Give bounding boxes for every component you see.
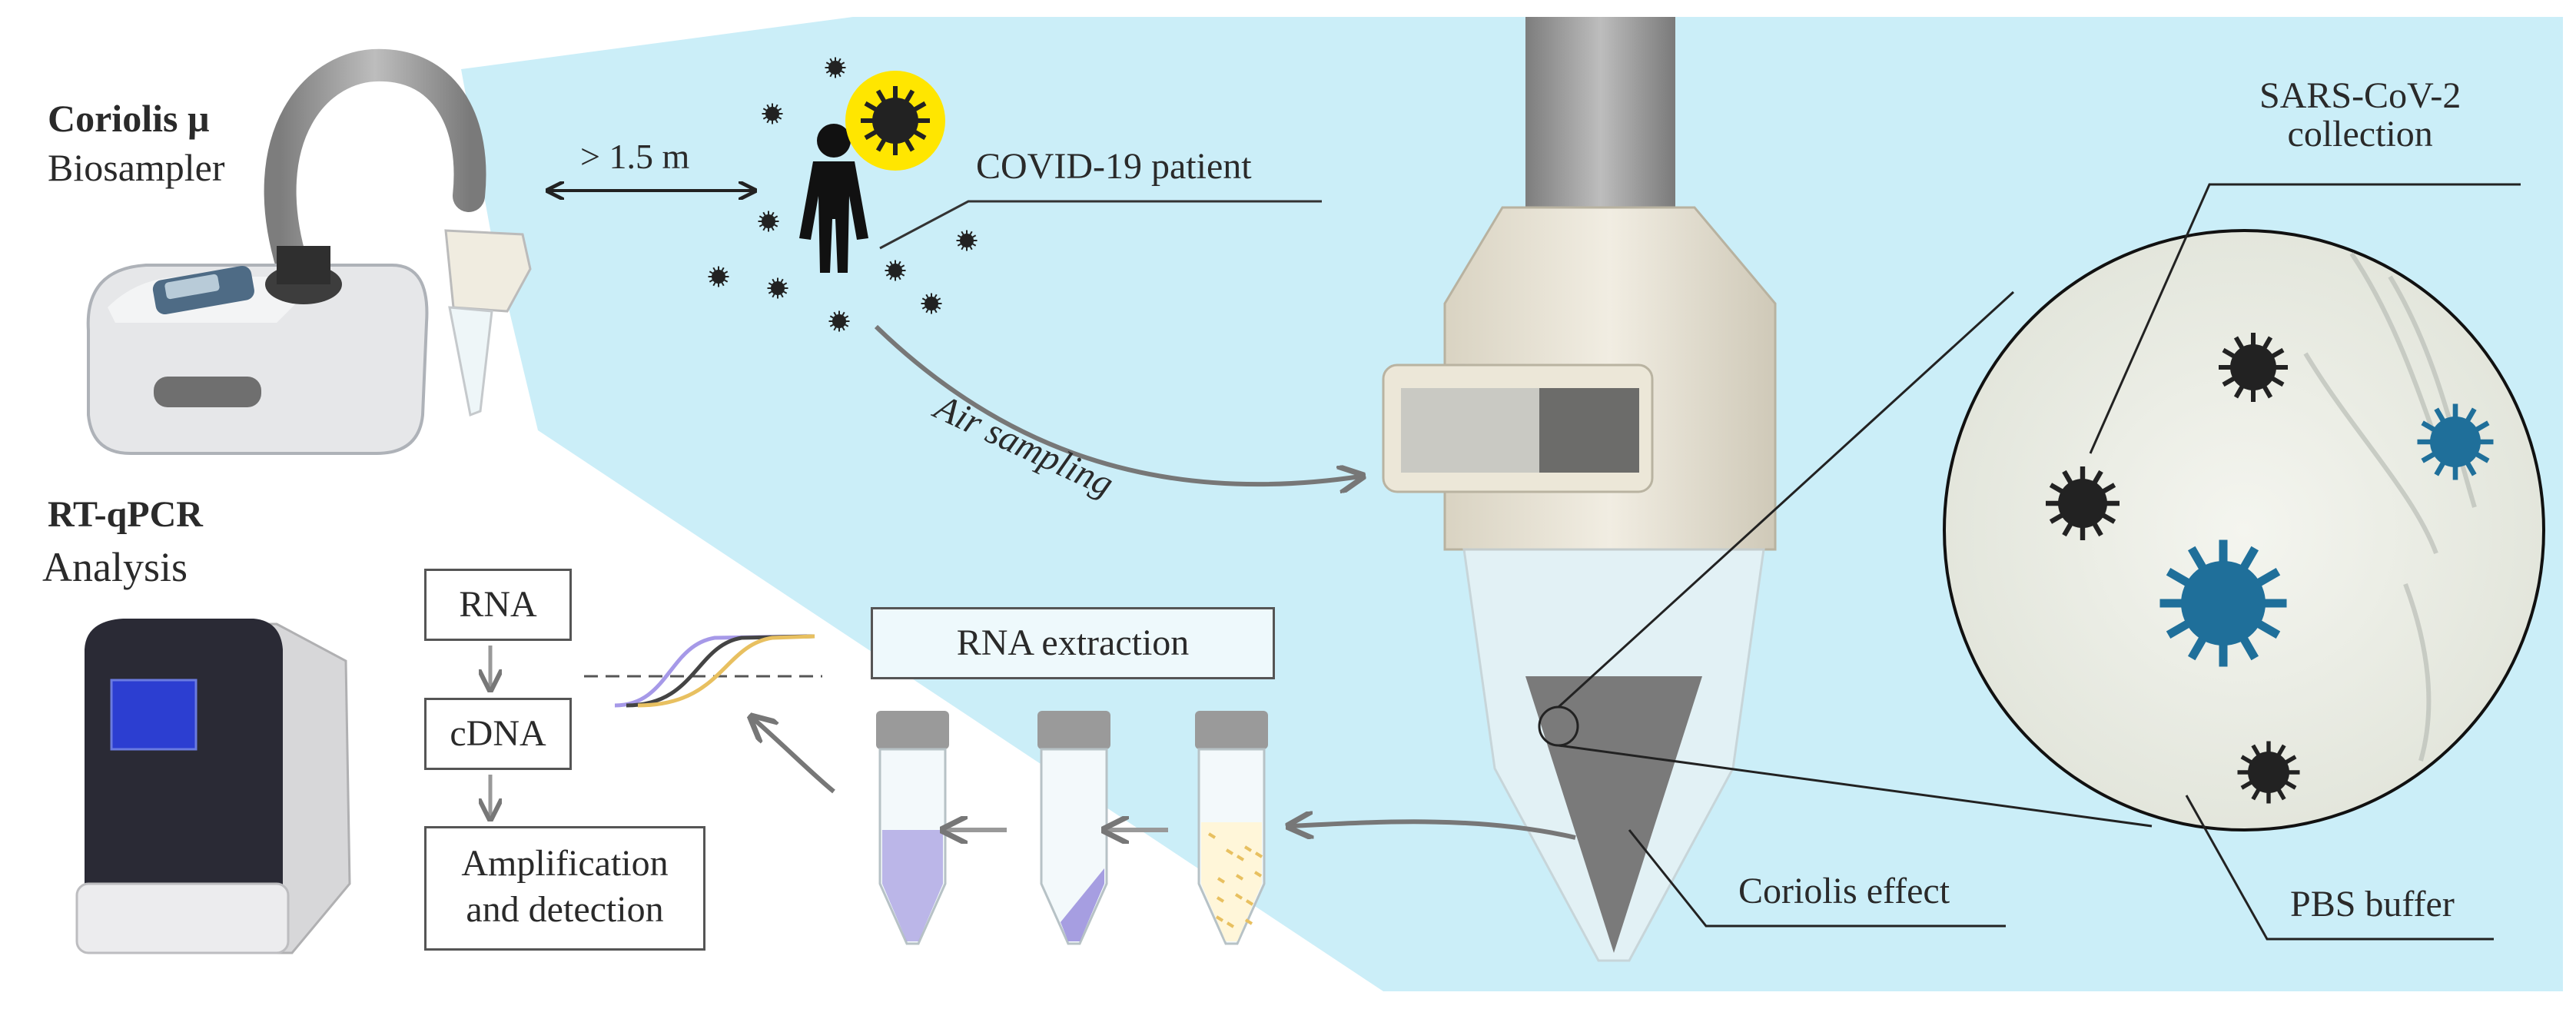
qpcr-title: RT-qPCR [48,494,203,535]
sample-tube [1195,711,1268,945]
virus-particle [767,277,788,299]
virus-particle [708,266,729,287]
petri-magnifier [1557,229,2545,831]
rna-extraction-box: RNA extraction [871,607,1275,679]
petri-virus-particles [2046,333,2494,804]
sampler-subtitle: Biosampler [48,146,225,189]
sample-tube [876,711,949,945]
patient-label: COVID-19 patient [976,146,1252,187]
biosampler-device [86,48,532,455]
virus-particle [828,310,850,332]
virus-particle [885,260,906,281]
sample-tube [1037,711,1110,945]
sars-collection-label: SARS-CoV-2 collection [2259,75,2461,155]
sars-label-line1: SARS-CoV-2 [2259,75,2461,116]
amplification-line1: Amplification [461,843,669,884]
coriolis-leader-line [1628,829,2006,928]
virus-particle-blue [2159,539,2287,667]
virus-particle [758,211,779,232]
sampler-title: Coriolis µ [48,97,210,140]
virus-particles [708,57,978,332]
pbs-leader-line [2185,795,2494,941]
virus-particle [762,103,783,124]
virus-particle-dark [2219,333,2288,402]
person-icon [799,124,868,273]
qpcr-machine [75,619,351,954]
virus-icon [861,86,930,155]
virus-particle-dark [2046,466,2120,540]
sample-tubes [876,711,1268,945]
sars-leader-line [2089,183,2521,454]
collection-cone [1382,17,1777,962]
amplification-box: Amplification and detection [424,826,705,951]
amplification-line2: and detection [466,889,664,930]
air-sampling-arrow [874,324,1360,484]
distance-label: > 1.5 m [580,137,690,176]
virus-particle [921,293,942,314]
cdna-box: cDNA [424,698,572,770]
sars-label-line2: collection [2287,114,2433,155]
virus-particle [825,57,846,78]
pbs-buffer-label: PBS buffer [2290,884,2455,924]
rna-box: RNA [424,569,572,641]
pcr-return-arrow [753,719,835,794]
patient-leader-line [879,200,1322,250]
virus-particle-blue [2417,403,2494,480]
virus-particle [956,230,978,251]
qpcr-subtitle: Analysis [42,544,188,590]
virus-particle-dark [2237,741,2300,804]
coriolis-effect-label: Coriolis effect [1738,871,1950,911]
amplification-curves [584,634,822,708]
sample-transfer-arrow [1291,821,1576,838]
